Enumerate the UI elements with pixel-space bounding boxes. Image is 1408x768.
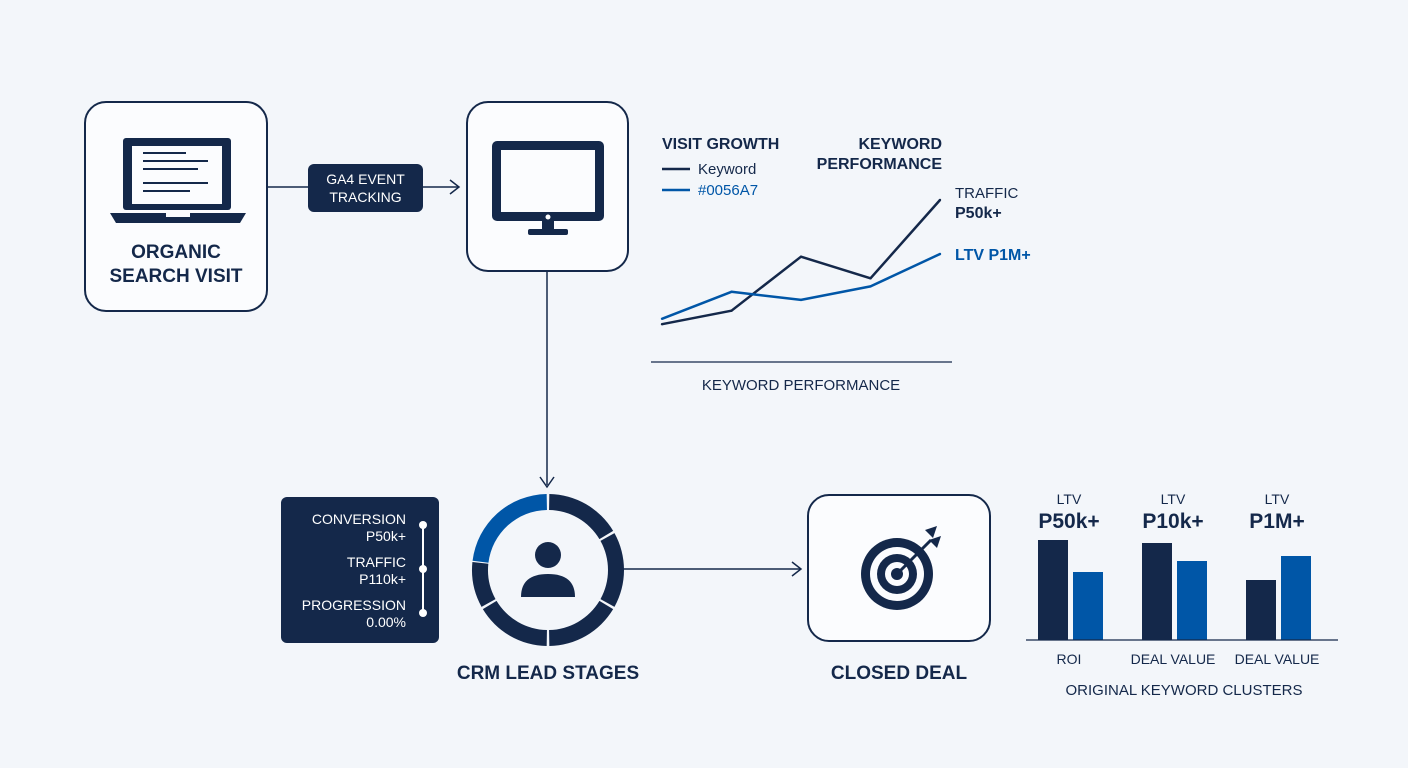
line-point-1-3 xyxy=(869,285,872,288)
bar-chart-xlabel: ORIGINAL KEYWORD CLUSTERS xyxy=(1066,682,1303,699)
legend-label-blue: #0056A7 xyxy=(698,182,758,199)
line-plot-area: TRAFFIC P50k+ LTV P1M+ xyxy=(660,185,1031,326)
line-point-0-1 xyxy=(730,309,733,312)
bar-category-label-1: DEAL VALUE xyxy=(1131,651,1216,667)
crm-donut xyxy=(472,494,624,646)
bar-group-top-label-2: LTV xyxy=(1265,491,1290,507)
stat-progression: PROGRESSION 0.00% xyxy=(301,597,406,630)
bar-0-0 xyxy=(1038,540,1068,640)
stat-conversion-dot xyxy=(419,521,427,529)
line-chart-title-right-line1: KEYWORD xyxy=(858,136,942,153)
crm-stages-label: CRM LEAD STAGES xyxy=(456,663,640,684)
donut-segment-1 xyxy=(600,533,624,607)
closed-deal-label: CLOSED DEAL xyxy=(830,663,968,684)
user-icon-head xyxy=(535,542,561,568)
ga4-tracking-badge: GA4 EVENT TRACKING xyxy=(308,164,423,212)
arrow-monitor-to-crm xyxy=(539,272,555,489)
bar-group-value-label-0: P50k+ xyxy=(1038,510,1099,533)
bar-0-1 xyxy=(1073,572,1103,640)
donut-segment-2 xyxy=(549,600,614,646)
legend-label-keyword: Keyword xyxy=(698,161,756,178)
bar-group-value-label-1: P10k+ xyxy=(1142,510,1203,533)
keyword-clusters-bar-chart: LTV P50k+ ROI LTV P10k+ DEAL VALUE LTV P1M+ DEAL… xyxy=(1026,491,1338,699)
bar-group-top-label-0: LTV xyxy=(1057,491,1082,507)
line-point-1-1 xyxy=(730,290,733,293)
bar-2-1 xyxy=(1281,556,1311,640)
line-series-1 xyxy=(661,252,941,320)
line-chart-xlabel: KEYWORD PERFORMANCE xyxy=(702,377,900,394)
monitor-card xyxy=(466,101,629,272)
line-point-0-3 xyxy=(869,277,872,280)
stat-progression-dot xyxy=(419,609,427,617)
bar-2-0 xyxy=(1246,580,1276,640)
closed-deal-card xyxy=(807,494,991,642)
bar-plot-area: LTV P50k+ ROI LTV P10k+ DEAL VALUE LTV P1M+ DEAL… xyxy=(1038,491,1319,667)
bar-1-0 xyxy=(1142,543,1172,640)
line-chart-title-left: VISIT GROWTH xyxy=(662,136,779,153)
donut-segment-4 xyxy=(472,562,496,607)
monitor-icon xyxy=(492,141,604,235)
laptop-icon xyxy=(110,138,246,223)
line-point-1-0 xyxy=(660,317,664,320)
stat-traffic-dot xyxy=(419,565,427,573)
line-end-label-top-0: TRAFFIC xyxy=(955,185,1018,202)
stat-traffic: TRAFFIC P110k+ xyxy=(346,554,406,587)
donut-segment-0 xyxy=(549,494,614,540)
line-chart-title-right-line2: PERFORMANCE xyxy=(817,156,943,173)
organic-search-label: ORGANIC SEARCH VISIT xyxy=(109,242,243,287)
stats-panel: CONVERSION P50k+ TRAFFIC P110k+ PROGRESS… xyxy=(281,497,439,643)
bar-category-label-0: ROI xyxy=(1057,651,1082,667)
line-series-0 xyxy=(661,199,941,326)
bar-1-1 xyxy=(1177,561,1207,640)
line-point-0-4 xyxy=(938,198,942,202)
arrow-crm-to-closed xyxy=(622,561,803,577)
stat-conversion: CONVERSION P50k+ xyxy=(311,511,406,544)
line-point-1-2 xyxy=(799,298,803,302)
bar-group-top-label-1: LTV xyxy=(1161,491,1186,507)
line-point-0-0 xyxy=(660,323,664,326)
organic-search-card: ORGANIC SEARCH VISIT xyxy=(84,101,268,312)
bar-group-value-label-2: P1M+ xyxy=(1249,510,1304,533)
target-icon xyxy=(861,526,941,610)
line-end-label-1: LTV P1M+ xyxy=(955,247,1031,264)
donut-segments xyxy=(472,494,624,646)
line-end-label-bottom-0: P50k+ xyxy=(955,205,1002,222)
visit-growth-line-chart: VISIT GROWTH KEYWORD PERFORMANCE Keyword… xyxy=(651,136,1031,394)
bar-category-label-2: DEAL VALUE xyxy=(1235,651,1320,667)
line-point-0-2 xyxy=(799,255,803,258)
user-icon xyxy=(521,574,575,597)
donut-segment-3 xyxy=(482,600,547,646)
donut-segment-5 xyxy=(472,494,547,563)
line-point-1-4 xyxy=(938,252,942,256)
